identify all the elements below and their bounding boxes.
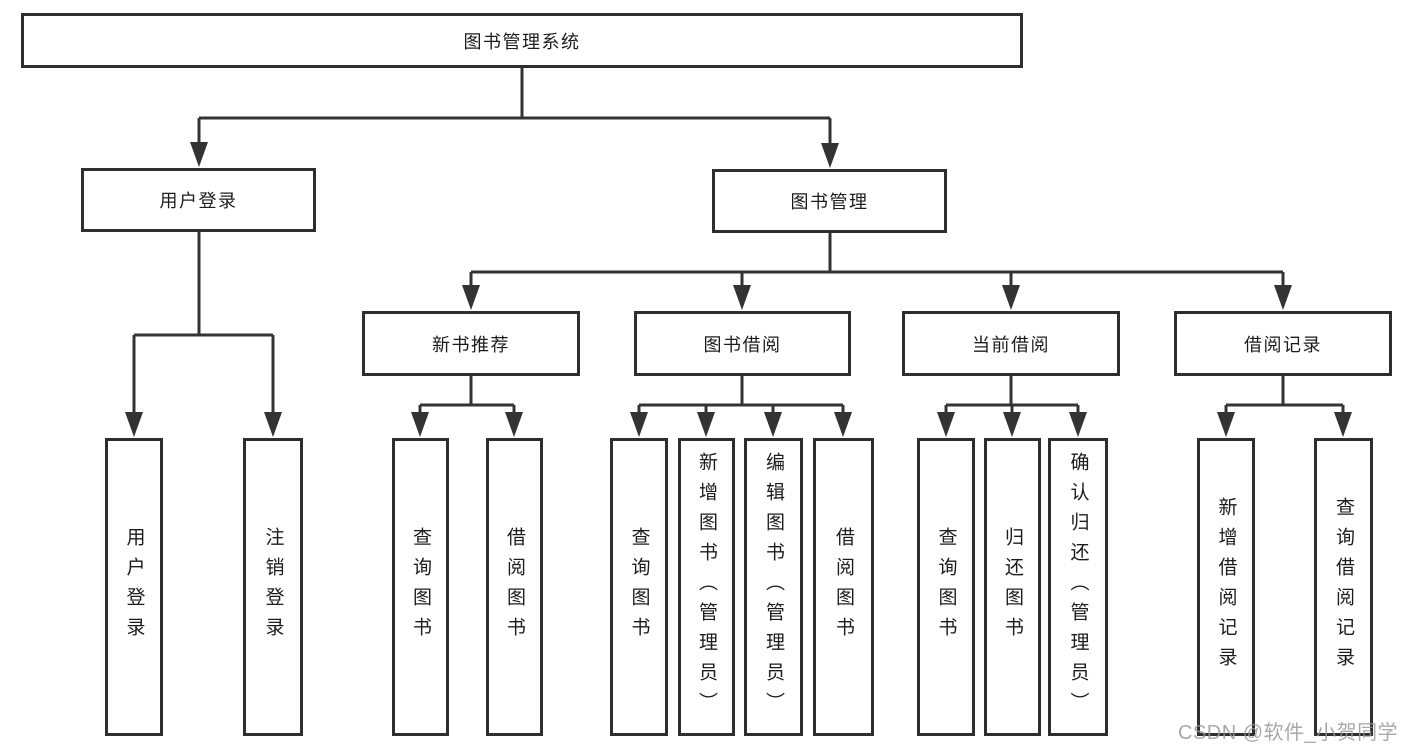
connector-arrowhead — [764, 412, 782, 437]
node-label: 借阅记录 — [1244, 334, 1322, 355]
node-book-management: 图书管理 — [712, 169, 947, 233]
node-label: 新增借阅记录 — [1215, 497, 1237, 677]
connector-arrowhead — [733, 285, 751, 310]
node-label: 查询借阅记录 — [1333, 497, 1354, 677]
connector-arrowhead — [821, 143, 839, 168]
node-label: 归还图书 — [1002, 527, 1023, 647]
node-user-login: 用户登录 — [81, 168, 316, 232]
node-label: 新增图书（管理员） — [696, 452, 717, 722]
node-label: 图书借阅 — [703, 334, 782, 355]
node-label: 借阅图书 — [504, 527, 525, 647]
connector-arrowhead — [937, 412, 955, 437]
node-label: 图书管理 — [790, 192, 869, 212]
csdn-watermark: CSDN @软件_小贺同学 — [1178, 722, 1399, 744]
node-add-borrow-record: 新增借阅记录 — [1197, 438, 1255, 736]
node-label: 借阅图书 — [833, 527, 854, 647]
node-return-books: 归还图书 — [984, 438, 1041, 736]
connector-arrowhead — [1274, 285, 1292, 310]
node-borrowing-records: 借阅记录 — [1174, 311, 1392, 376]
node-library-management-system: 图书管理系统 — [21, 13, 1023, 68]
node-label: 注销登录 — [262, 527, 284, 647]
connector-arrowhead — [1334, 412, 1352, 437]
node-current-borrowing: 当前借阅 — [902, 311, 1120, 376]
node-label: 查询图书 — [410, 527, 431, 647]
node-label: 编辑图书（管理员） — [763, 452, 784, 722]
connector-arrowhead — [834, 412, 852, 437]
connector-arrowhead — [462, 285, 480, 310]
connector-arrowhead — [190, 142, 208, 167]
connector-arrowhead — [1069, 412, 1087, 437]
connector-arrowhead — [1217, 412, 1235, 437]
node-query-books-borrowing: 查询图书 — [610, 438, 668, 736]
connector-arrowhead — [264, 412, 282, 437]
node-label: 新书推荐 — [432, 334, 510, 355]
connector-arrowhead — [411, 412, 429, 437]
connector-path — [132, 68, 1345, 414]
node-label: 图书管理系统 — [463, 31, 581, 52]
node-label: 用户登录 — [159, 191, 238, 211]
node-query-books-recommend: 查询图书 — [392, 438, 449, 736]
node-query-books-current: 查询图书 — [917, 438, 975, 736]
connector-arrowhead — [505, 412, 523, 437]
node-query-borrow-record: 查询借阅记录 — [1314, 438, 1373, 736]
connector-arrowhead — [125, 412, 143, 437]
node-add-books-admin: 新增图书（管理员） — [678, 438, 735, 736]
connector-arrowhead — [630, 412, 648, 437]
node-edit-books-admin: 编辑图书（管理员） — [744, 438, 803, 736]
node-borrow-books-recommend: 借阅图书 — [486, 438, 543, 736]
node-borrow-books: 借阅图书 — [813, 438, 874, 736]
node-label: 查询图书 — [935, 527, 957, 647]
node-new-book-recommendation: 新书推荐 — [362, 311, 580, 376]
node-book-borrowing: 图书借阅 — [634, 311, 851, 376]
node-user-login-leaf: 用户登录 — [105, 438, 163, 736]
connector-arrowhead — [1003, 412, 1021, 437]
node-label: 用户登录 — [123, 527, 145, 647]
node-label: 当前借阅 — [972, 334, 1050, 355]
connector-arrowhead — [697, 412, 715, 437]
node-label: 确认归还（管理员） — [1067, 452, 1089, 722]
node-confirm-return-admin: 确认归还（管理员） — [1048, 438, 1108, 736]
node-label: 查询图书 — [628, 527, 650, 647]
connector-arrowhead — [1002, 285, 1020, 310]
node-logout: 注销登录 — [243, 438, 303, 736]
